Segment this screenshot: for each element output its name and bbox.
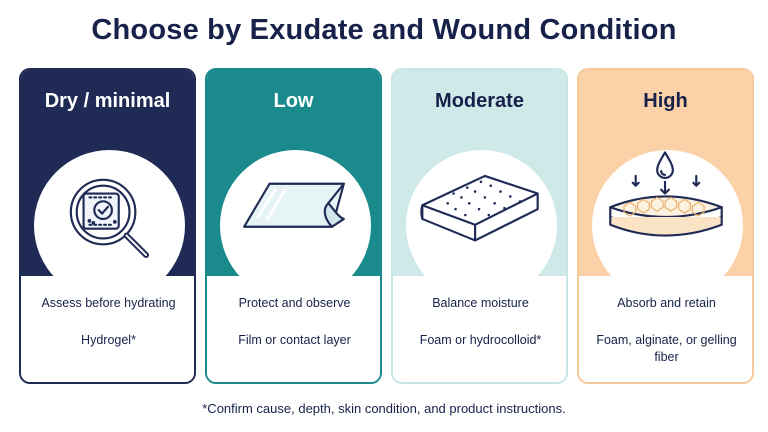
exudate-cards: Dry / minimal Assess before hydrating Hy… xyxy=(19,68,754,384)
card-description: Balance moisture xyxy=(432,296,529,310)
card-body: Absorb and retain Foam, alginate, or gel… xyxy=(579,276,752,382)
icon-circle xyxy=(406,150,557,301)
card-product: Foam or hydrocolloid* xyxy=(419,333,542,347)
page-title: Choose by Exudate and Wound Condition xyxy=(91,14,677,46)
card-product: Film or contact layer xyxy=(238,333,351,347)
card-product: Foam, alginate, or gelling fiber xyxy=(596,333,737,364)
card-body: Balance moisture Foam or hydrocolloid* xyxy=(393,276,566,382)
absorbent-layers-icon xyxy=(609,151,723,237)
card-header: Dry / minimal xyxy=(44,90,171,112)
card-description: Protect and observe xyxy=(238,296,351,310)
card-low: Low Protect and observe Film or contact … xyxy=(205,68,382,384)
card-body: Assess before hydrating Hydrogel* xyxy=(21,276,194,382)
card-dry-minimal: Dry / minimal Assess before hydrating Hy… xyxy=(19,68,196,384)
film-sheet-icon xyxy=(243,182,345,228)
card-description: Absorb and retain xyxy=(617,296,716,310)
card-header: High xyxy=(643,90,688,112)
magnifier-dressing-icon xyxy=(69,178,150,259)
card-moderate: Moderate Balance moisture Foam or hydroc… xyxy=(391,68,568,384)
card-description: Assess before hydrating xyxy=(41,296,176,310)
footnote: *Confirm cause, depth, skin condition, a… xyxy=(202,401,566,416)
card-body: Protect and observe Film or contact laye… xyxy=(207,276,380,382)
card-product: Hydrogel* xyxy=(81,333,136,347)
card-header: Moderate xyxy=(435,90,524,112)
card-header: Low xyxy=(273,90,314,112)
foam-pad-icon xyxy=(420,174,539,242)
card-high: High Absorb and reta xyxy=(577,68,754,384)
